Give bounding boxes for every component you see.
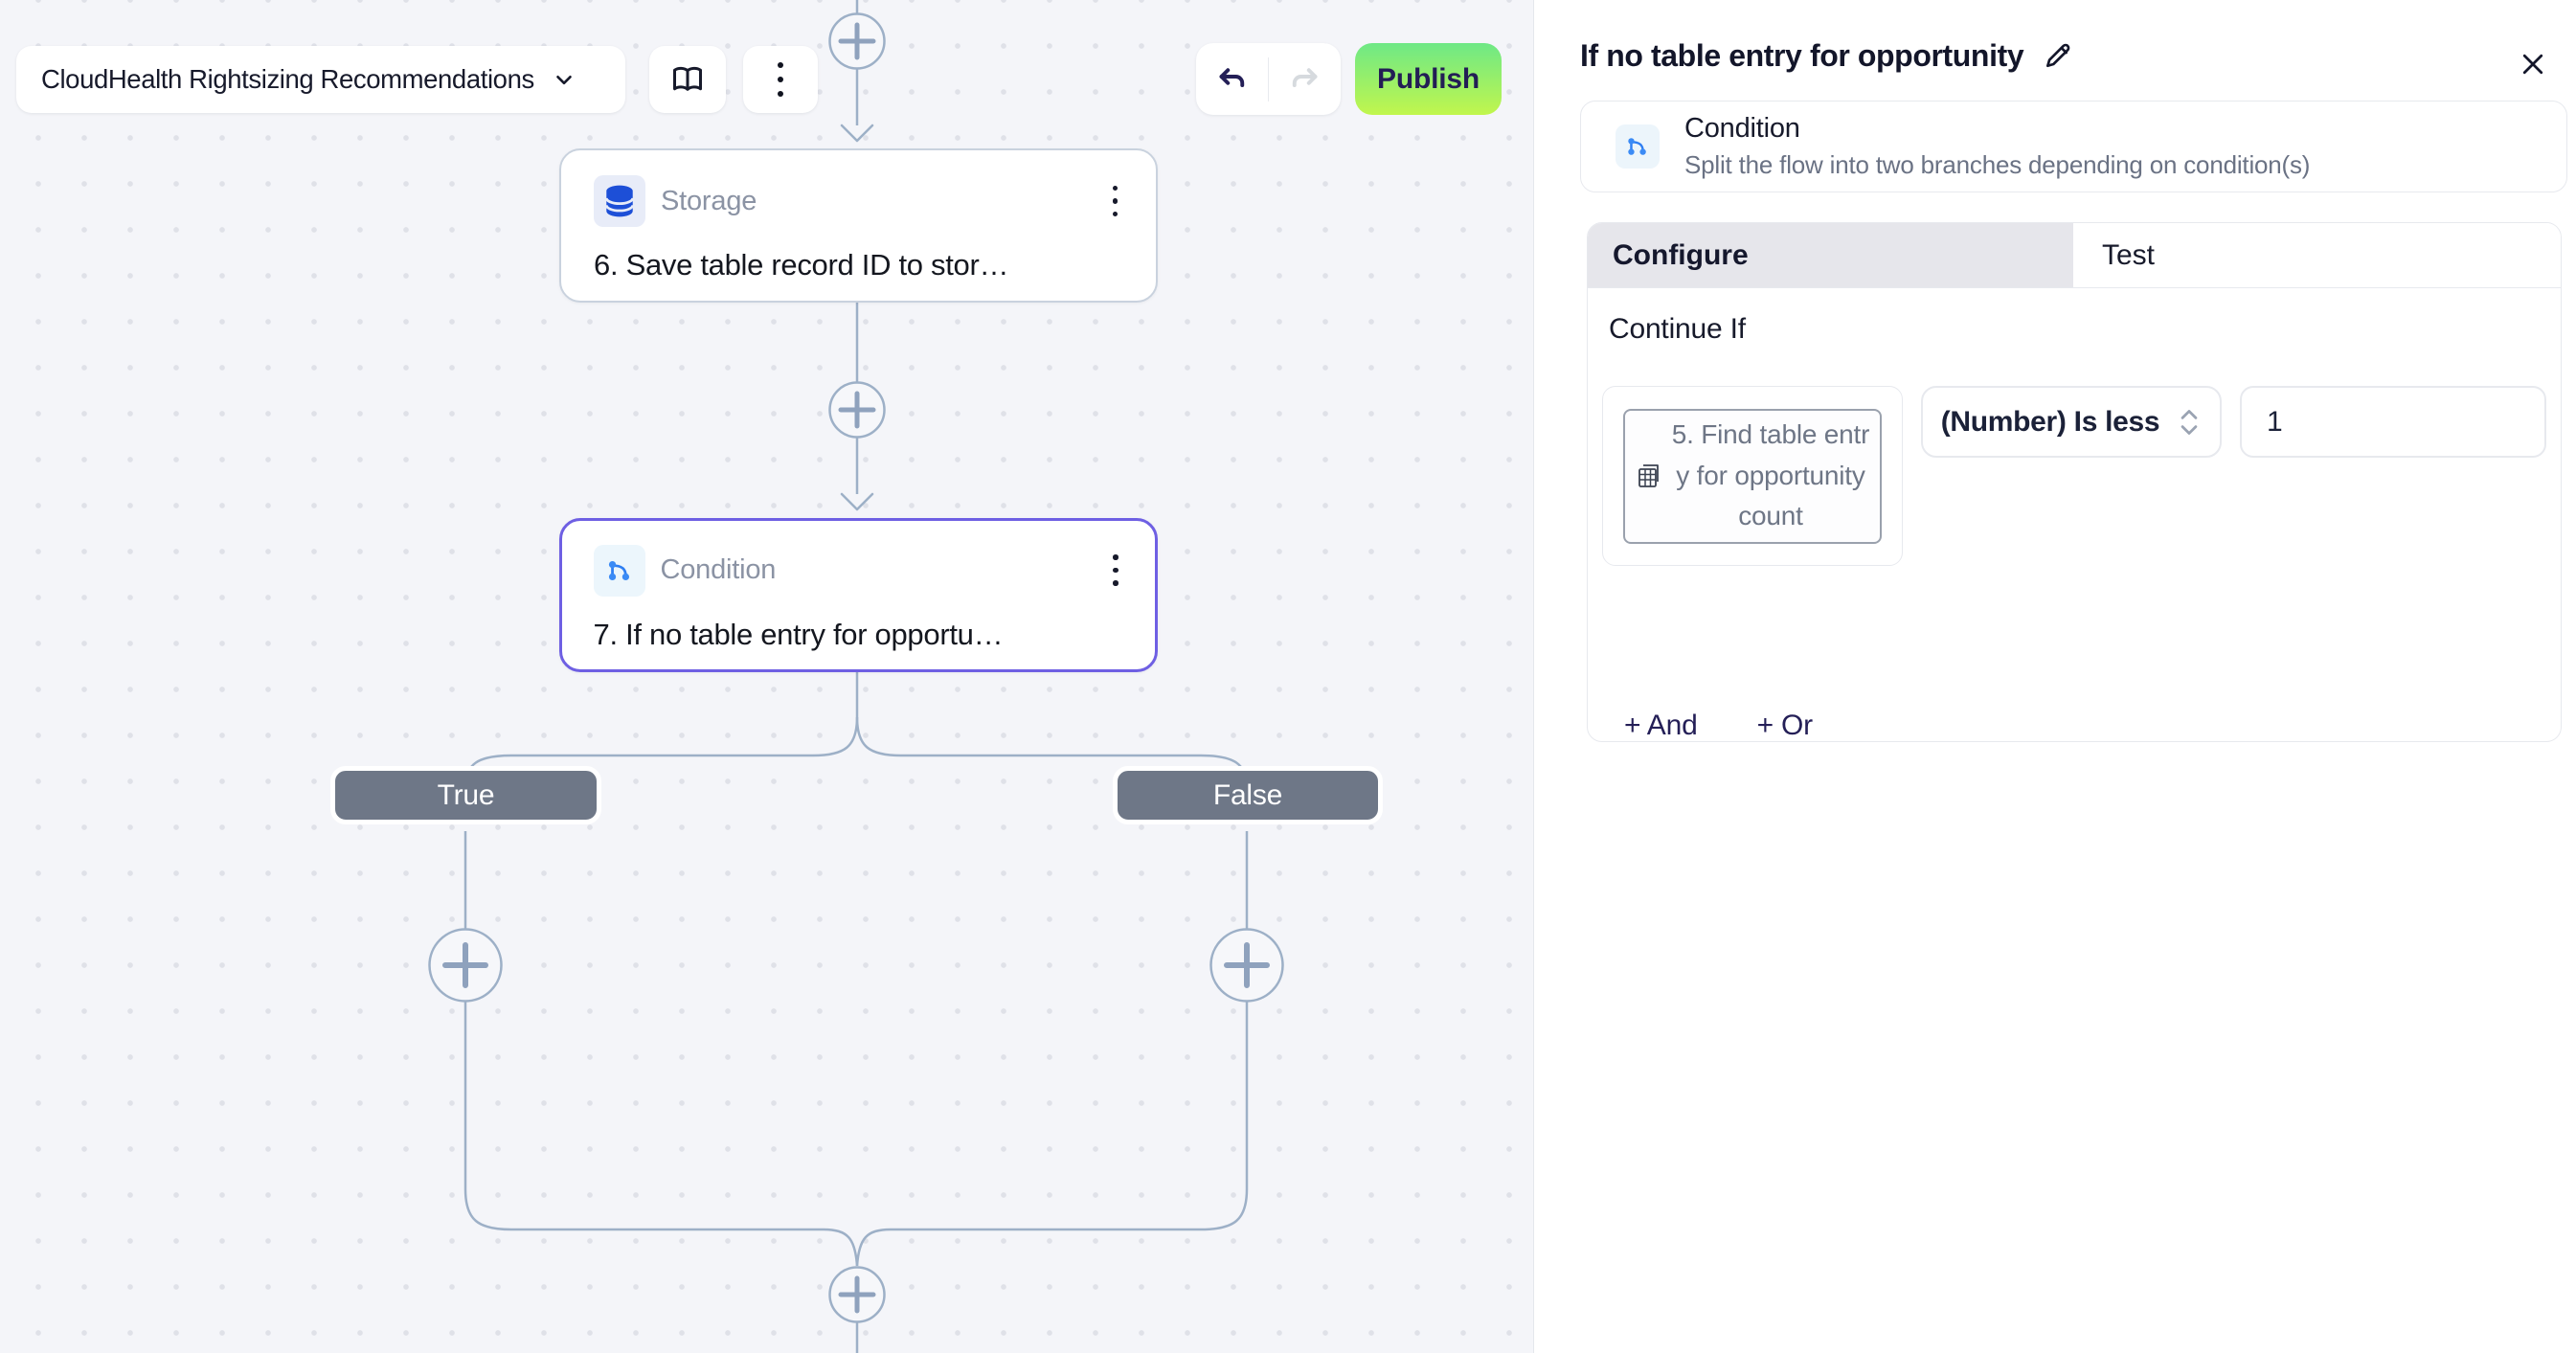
flow-canvas[interactable]: Storage 6. Save table record ID to stor…… — [0, 0, 1533, 1353]
close-icon — [2522, 54, 2543, 75]
add-or-button[interactable]: + Or — [1756, 710, 1814, 741]
step-config-panel: If no table entry for opportunity Condit… — [1533, 0, 2576, 1353]
table-copy-icon — [1638, 464, 1659, 487]
condition-row: 5. Find table entry for opportunity coun… — [1599, 386, 2549, 566]
node-condition[interactable]: Condition 7. If no table entry for oppor… — [559, 518, 1158, 672]
branch-label-false: False — [1113, 766, 1383, 824]
node-title: 6. Save table record ID to stor… — [594, 248, 1009, 282]
chevron-up-down-icon — [2181, 409, 2198, 435]
node-menu-kebab-icon[interactable] — [1107, 180, 1124, 223]
branch-label-true: True — [330, 766, 601, 824]
undo-button[interactable] — [1196, 43, 1268, 115]
condition-add-actions: + And + Or — [1624, 710, 1814, 741]
chevron-down-icon — [556, 75, 572, 85]
node-storage[interactable]: Storage 6. Save table record ID to stor… — [559, 148, 1158, 303]
node-type-label: Storage — [661, 185, 757, 216]
add-step-button-true-branch[interactable] — [428, 928, 503, 1003]
continue-if-label: Continue If — [1609, 313, 1746, 345]
book-icon — [673, 66, 702, 91]
tab-configure[interactable]: Configure — [1588, 223, 2073, 287]
node-menu-kebab-icon[interactable] — [1107, 549, 1124, 592]
add-and-button[interactable]: + And — [1624, 710, 1698, 741]
flow-name-dropdown[interactable]: CloudHealth Rightsizing Recommendations — [16, 46, 625, 113]
tab-test[interactable]: Test — [2073, 223, 2561, 287]
condition-branch-icon — [593, 544, 645, 597]
comparison-value-input[interactable] — [2240, 386, 2546, 458]
add-step-button[interactable] — [828, 1266, 886, 1323]
arrowhead-icon — [840, 492, 874, 511]
step-type-card: Condition Split the flow into two branch… — [1580, 101, 2567, 192]
node-type-label: Condition — [660, 554, 777, 585]
flow-connectors — [428, 0, 1284, 1353]
condition-branch-icon — [1616, 124, 1660, 169]
config-tab-card: Configure Test Continue If 5. Find table… — [1587, 222, 2562, 742]
close-panel-button[interactable] — [2513, 44, 2553, 89]
rename-step-button[interactable] — [2043, 41, 2073, 72]
guide-button[interactable] — [649, 46, 726, 113]
panel-title: If no table entry for opportunity — [1580, 38, 2024, 73]
add-step-button-false-branch[interactable] — [1209, 928, 1284, 1003]
configure-tab-content: Continue If 5. Find table entry for oppo… — [1588, 288, 2561, 741]
operator-select[interactable]: (Number) Is less — [1920, 386, 2222, 458]
flow-name: CloudHealth Rightsizing Recommendations — [41, 64, 534, 94]
undo-redo-group — [1196, 43, 1341, 115]
arrowhead-icon — [840, 124, 874, 143]
pencil-icon — [2046, 43, 2070, 67]
step-type-name: Condition — [1684, 113, 1800, 144]
publish-button[interactable]: Publish — [1355, 43, 1502, 115]
kebab-icon — [778, 62, 783, 97]
redo-button[interactable] — [1269, 43, 1341, 115]
undo-icon — [1219, 67, 1245, 87]
storage-icon — [594, 175, 645, 227]
node-title: 7. If no table entry for opportu… — [593, 617, 1004, 651]
left-operand-field[interactable]: 5. Find table entry for opportunity coun… — [1602, 386, 1903, 566]
flow-menu-button[interactable] — [743, 46, 818, 113]
tab-bar: Configure Test — [1588, 223, 2561, 288]
flow-connector — [463, 1001, 859, 1267]
operator-value: (Number) Is less — [1940, 405, 2160, 438]
datapill[interactable]: 5. Find table entry for opportunity coun… — [1622, 408, 1882, 544]
redo-icon — [1292, 67, 1318, 87]
divider — [1267, 56, 1270, 101]
datapill-text: 5. Find table entry for opportunity coun… — [1671, 419, 1870, 531]
step-type-description: Split the flow into two branches dependi… — [1684, 150, 2311, 179]
add-step-button[interactable] — [828, 381, 886, 439]
flow-connector — [855, 1001, 1249, 1267]
add-step-button[interactable] — [828, 12, 886, 70]
